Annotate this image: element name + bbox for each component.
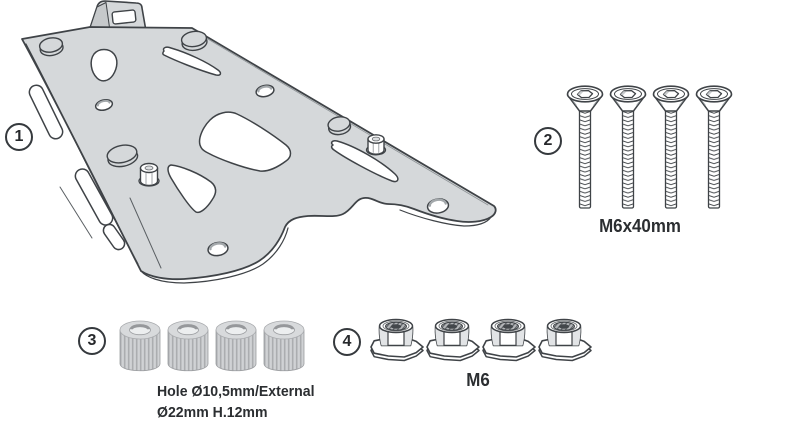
part-2-number-badge: 2 (534, 127, 562, 155)
nuts-drawing (370, 318, 592, 362)
plate-bosses (38, 30, 352, 168)
screw-3 (652, 85, 690, 209)
spacer-1 (118, 319, 162, 373)
bracket-tab (88, 0, 147, 32)
nut-4 (538, 318, 592, 362)
plate-holes (94, 84, 450, 257)
part-3-number-badge: 3 (78, 327, 106, 355)
nuts-size-label: M6 (466, 370, 490, 390)
spacer-4 (262, 319, 306, 373)
nut-2 (426, 318, 480, 362)
spacer-2 (166, 319, 210, 373)
screw-4 (695, 85, 733, 209)
part-1-number-badge: 1 (5, 123, 33, 151)
screw-1 (566, 85, 604, 209)
spacers-dimensions-line1: Hole Ø10,5mm/External (157, 383, 315, 400)
part-4-number-badge: 4 (333, 328, 361, 356)
spacer-3 (214, 319, 258, 373)
screws-drawing (566, 85, 733, 209)
screw-2 (609, 85, 647, 209)
spacers-dimensions-line2: Ø22mm H.12mm (157, 404, 268, 421)
screws-size-label: M6x40mm (599, 216, 681, 236)
nut-3 (482, 318, 536, 362)
mounting-plate-drawing (21, 0, 497, 284)
plate-studs (138, 134, 387, 187)
nut-1 (370, 318, 424, 362)
spacers-dimensions-label: Hole Ø10,5mm/External Ø22mm H.12mm (157, 381, 364, 423)
spacers-drawing (118, 319, 306, 373)
